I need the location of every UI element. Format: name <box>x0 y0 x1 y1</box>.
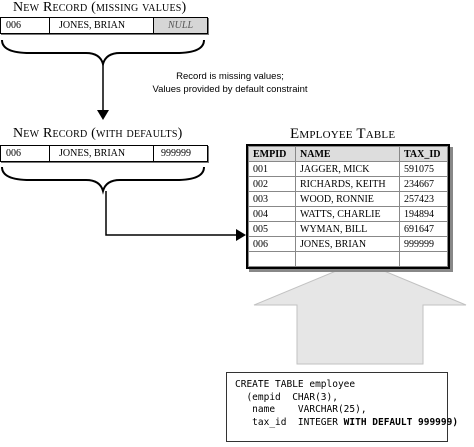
annotation-line-2: Values provided by default constraint <box>152 84 308 95</box>
top-brace <box>1 39 205 68</box>
sql-line-1: CREATE TABLE employee <box>235 379 356 390</box>
default-record-name: JONES, BRIAN <box>59 148 126 159</box>
employee-table-title: Employee Table <box>290 126 396 142</box>
cell-taxid: 194894 <box>399 206 448 222</box>
employee-table-grid: EMPID NAME TAX_ID 001 JAGGER, MICK 59107… <box>248 146 448 267</box>
column-divider <box>49 18 50 33</box>
sql-line-3: name VARCHAR(25), <box>235 404 367 415</box>
cell-taxid: 591075 <box>399 161 448 177</box>
default-record-taxid: 999999 <box>161 148 191 159</box>
column-header-name: NAME <box>295 146 400 162</box>
default-record-row: 006 JONES, BRIAN 999999 <box>0 145 208 162</box>
cell-empid: 004 <box>248 206 296 222</box>
employee-table: EMPID NAME TAX_ID 001 JAGGER, MICK 59107… <box>246 144 450 269</box>
table-row: 005 WYMAN, BILL 691647 <box>248 221 448 237</box>
table-row: 004 WATTS, CHARLIE 194894 <box>248 206 448 222</box>
insert-arrow-line <box>105 191 238 236</box>
default-constraint-up-arrow <box>253 260 467 365</box>
cell-name: WOOD, RONNIE <box>295 191 400 207</box>
cell-name: WATTS, CHARLIE <box>295 206 400 222</box>
cell-name: JAGGER, MICK <box>295 161 400 177</box>
cell-empid: 001 <box>248 161 296 177</box>
column-divider <box>153 146 154 161</box>
default-record-empid: 006 <box>6 148 21 159</box>
cell-taxid: 999999 <box>399 236 448 252</box>
down-arrow-head <box>97 110 109 120</box>
table-row: 001 JAGGER, MICK 591075 <box>248 161 448 177</box>
missing-record-row: 006 JONES, BRIAN NULL <box>0 17 208 34</box>
cell-empid: 005 <box>248 221 296 237</box>
table-row: 003 WOOD, RONNIE 257423 <box>248 191 448 207</box>
table-row: 002 RICHARDS, KEITH 234667 <box>248 176 448 192</box>
sql-line-4-prefix: tax_id INTEGER <box>235 416 344 428</box>
create-table-sql: CREATE TABLE employee (empid CHAR(3), na… <box>226 372 458 442</box>
cell-name: WYMAN, BILL <box>295 221 400 237</box>
column-header-empid: EMPID <box>248 146 296 162</box>
default-record-title: New Record (with defaults) <box>13 126 183 141</box>
missing-record-name: JONES, BRIAN <box>59 20 126 31</box>
cell-taxid: 234667 <box>399 176 448 192</box>
cell-empid <box>248 251 296 267</box>
bottom-brace <box>1 166 205 195</box>
cell-name: RICHARDS, KEITH <box>295 176 400 192</box>
cell-taxid <box>399 251 448 267</box>
column-divider <box>153 18 154 33</box>
cell-name: JONES, BRIAN <box>295 236 400 252</box>
column-header-taxid: TAX_ID <box>399 146 448 162</box>
missing-record-title: New Record (missing values) <box>13 0 187 15</box>
annotation-line-1: Record is missing values; <box>176 71 284 82</box>
column-divider <box>49 146 50 161</box>
annotation-text: Record is missing values; Values provide… <box>132 70 328 96</box>
cell-name <box>295 251 400 267</box>
cell-empid: 003 <box>248 191 296 207</box>
cell-empid: 006 <box>248 236 296 252</box>
sql-line-2: (empid CHAR(3), <box>235 391 338 403</box>
cell-empid: 002 <box>248 176 296 192</box>
missing-record-taxid-null: NULL <box>154 18 207 33</box>
employee-table-header-row: EMPID NAME TAX_ID <box>248 146 448 162</box>
cell-taxid: 257423 <box>399 191 448 207</box>
insert-arrow-head <box>236 229 246 241</box>
table-row-empty <box>248 251 448 267</box>
cell-taxid: 691647 <box>399 221 448 237</box>
missing-record-empid: 006 <box>6 20 21 31</box>
table-row: 006 JONES, BRIAN 999999 <box>248 236 448 252</box>
sql-default-clause: WITH DEFAULT 999999) <box>343 416 459 428</box>
